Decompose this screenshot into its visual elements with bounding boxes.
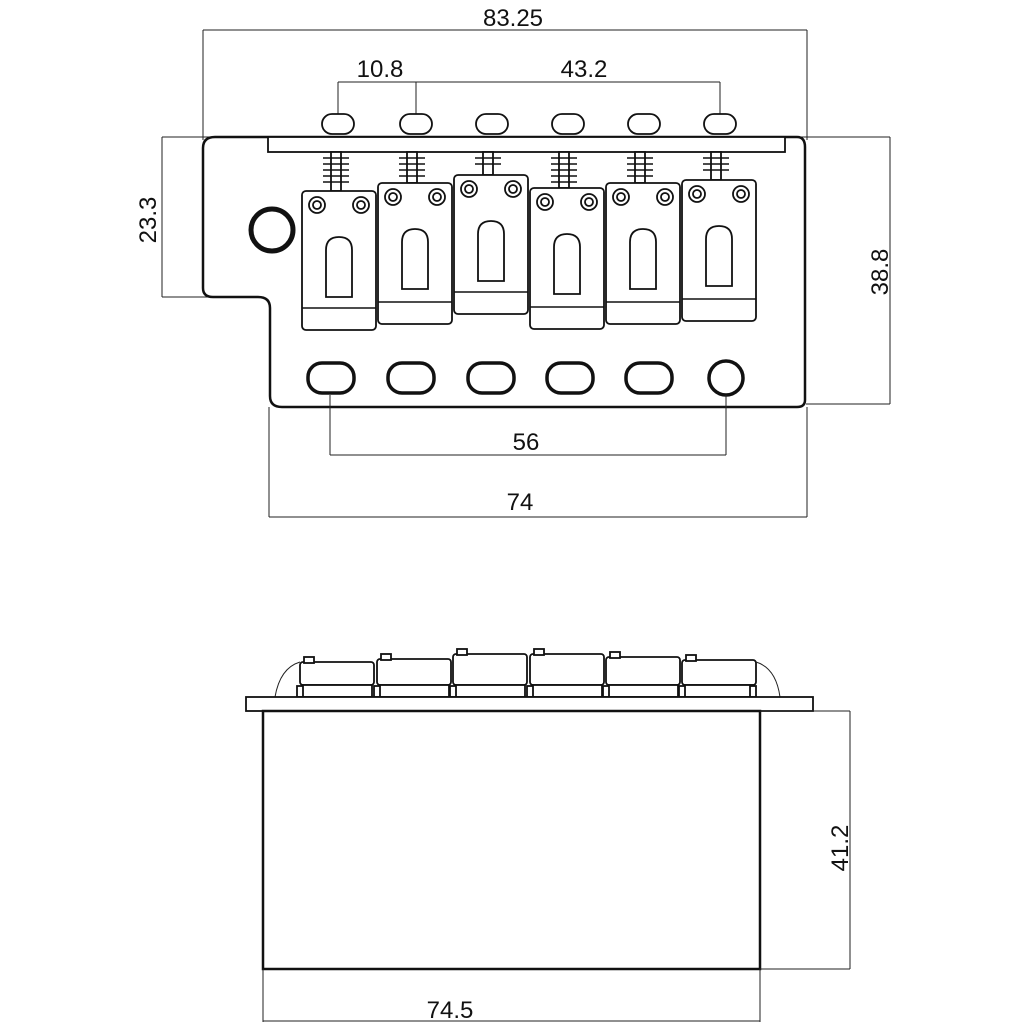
- front-view: 41.2 74.5: [245, 648, 854, 1024]
- string-peg: [399, 113, 433, 135]
- saddle-front-base: [683, 684, 755, 698]
- mounting-slot: [624, 361, 674, 395]
- string-bar: [267, 136, 786, 153]
- mounting-slot: [306, 361, 356, 395]
- plate-curve-right: [755, 661, 781, 698]
- string-slot: [705, 225, 733, 287]
- height-screw-front: [449, 685, 457, 698]
- height-screw-hex: [388, 192, 398, 202]
- string-slot: [477, 220, 505, 282]
- height-screw-front: [296, 685, 304, 698]
- dim-string-spacing: 10.8: [337, 56, 417, 116]
- dim-mount-hole-span-label: 56: [513, 429, 540, 456]
- height-screw-hex: [692, 189, 702, 199]
- dim-outer-string-span-label: 43.2: [561, 56, 608, 83]
- screw-top-front: [380, 653, 392, 661]
- dim-block-width-label: 74.5: [427, 997, 474, 1024]
- dim-outer-string-span: 43.2: [416, 56, 721, 116]
- height-screw-hex: [584, 197, 594, 207]
- screw-top-front: [685, 654, 697, 662]
- height-screw-hex: [508, 184, 518, 194]
- saddle-screws: [323, 151, 729, 192]
- intonation-screw: [406, 151, 418, 184]
- dim-block-width: 74.5: [262, 969, 761, 1024]
- string-slot: [401, 228, 429, 290]
- string-peg: [551, 113, 585, 135]
- dim-total-height: 38.8: [800, 136, 894, 405]
- height-screw-front: [678, 685, 686, 698]
- saddle-front-base: [378, 684, 450, 698]
- saddle-front-base: [454, 684, 526, 698]
- dim-string-spacing-label: 10.8: [357, 56, 404, 83]
- height-screw-front: [526, 685, 534, 698]
- height-screw-hex: [540, 197, 550, 207]
- mounting-slot: [386, 361, 436, 395]
- mounting-slot: [466, 361, 516, 395]
- mounting-holes: [306, 359, 745, 397]
- string-slot: [629, 228, 657, 290]
- height-screw-front: [602, 685, 610, 698]
- string-peg: [703, 113, 737, 135]
- dim-total-height-label: 38.8: [867, 249, 894, 296]
- string-slot: [553, 233, 581, 295]
- saddle-front-base: [607, 684, 679, 698]
- front-top-plate: [245, 696, 814, 712]
- height-screw-hex: [616, 192, 626, 202]
- tremolo-block: [261, 709, 762, 971]
- intonation-screw: [710, 151, 722, 181]
- string-slot: [325, 236, 353, 298]
- saddles-top: [301, 174, 757, 331]
- height-screw-front: [749, 685, 757, 698]
- dim-mount-hole-span: 56: [329, 395, 727, 456]
- intonation-screw: [634, 151, 646, 184]
- saddle-front: [529, 653, 605, 686]
- dim-overall-width: 83.25: [202, 5, 808, 140]
- dim-block-height: 41.2: [760, 710, 854, 970]
- dim-side-height-label: 23.3: [135, 197, 162, 244]
- dim-overall-width-label: 83.25: [483, 5, 543, 32]
- dim-plate-width: 74: [268, 407, 808, 518]
- string-peg: [475, 113, 509, 135]
- height-screw-hex: [660, 192, 670, 202]
- saddle-front: [376, 658, 452, 686]
- height-screw-hex: [736, 189, 746, 199]
- saddle-front: [605, 656, 681, 686]
- saddle-front: [681, 659, 757, 686]
- height-screw-hex: [464, 184, 474, 194]
- saddle-front-base: [531, 684, 603, 698]
- top-view: 83.25 10.8 43.2 23.3 38.8: [135, 5, 894, 518]
- string-pegs: [321, 113, 737, 135]
- mounting-slot: [545, 361, 595, 395]
- saddles-front: [274, 648, 781, 698]
- screw-top-front: [303, 656, 315, 664]
- mounting-hole-round: [707, 359, 745, 397]
- screw-top-front: [609, 651, 621, 659]
- height-screw-hex: [356, 200, 366, 210]
- saddle-front: [452, 653, 528, 686]
- dim-side-height: 23.3: [135, 136, 210, 298]
- string-peg: [321, 113, 355, 135]
- height-screw-front: [373, 685, 381, 698]
- dim-plate-width-label: 74: [507, 489, 534, 516]
- saddle-front-base: [301, 684, 373, 698]
- dim-block-height-label: 41.2: [827, 825, 854, 872]
- height-screw-hex: [312, 200, 322, 210]
- screw-top-front: [533, 648, 545, 656]
- string-peg: [627, 113, 661, 135]
- saddle-front: [299, 661, 375, 686]
- screw-top-front: [456, 648, 468, 656]
- plate-curve-left: [274, 661, 301, 698]
- arm-hole: [248, 206, 296, 254]
- height-screw-hex: [432, 192, 442, 202]
- bridge-plate-outline: [201, 135, 807, 409]
